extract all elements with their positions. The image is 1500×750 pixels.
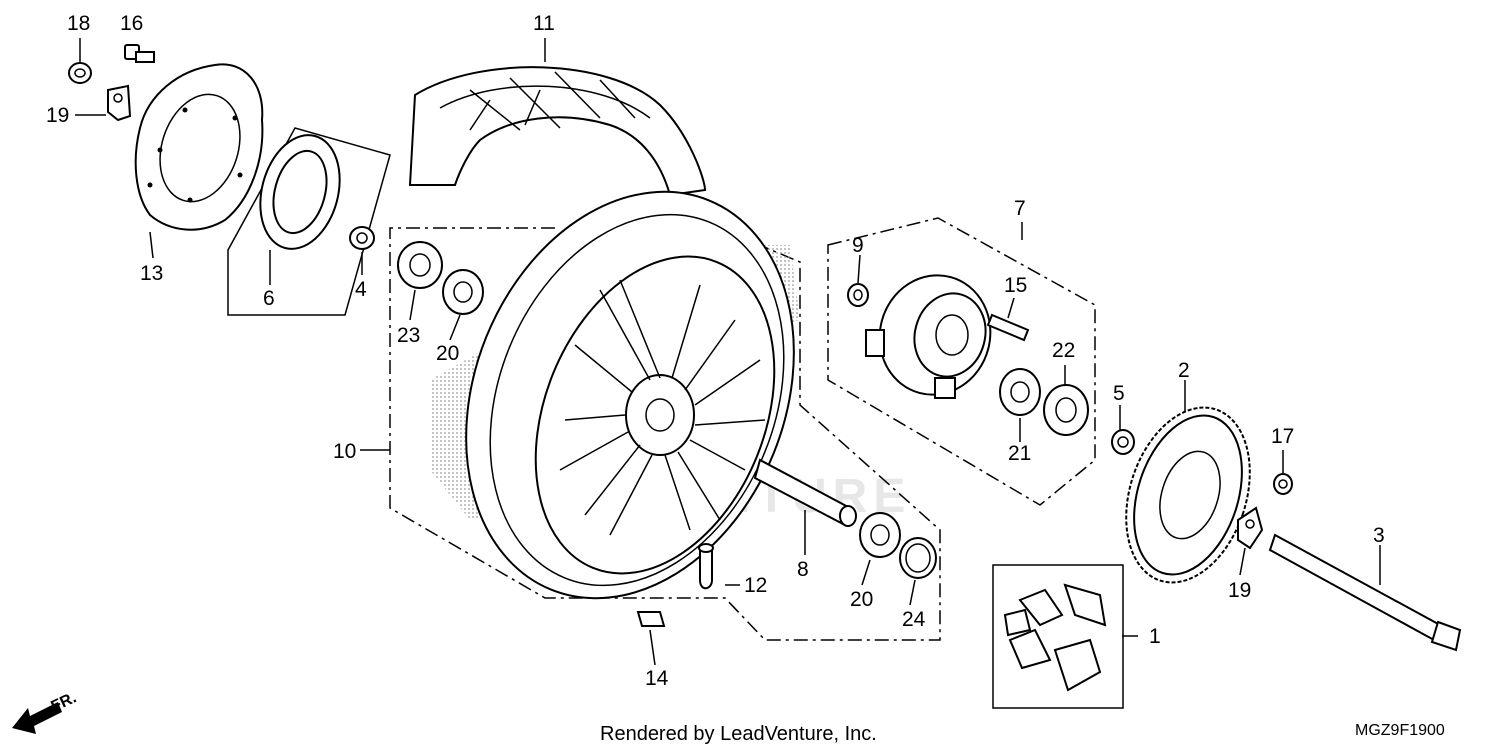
leader-lines [75,38,1381,666]
callout-13: 13 [140,262,163,285]
rear-axle [1268,533,1462,652]
bearing-22 [1043,384,1089,436]
dust-seal [259,134,341,250]
bearing-21 [999,368,1041,416]
callout-8: 8 [797,558,809,581]
direction-label: FR. [49,689,80,715]
bracket-19-left [107,84,132,122]
balance-weight [636,611,666,627]
wheel-rim [430,190,800,600]
final-driven-flange [865,274,992,399]
nut-18 [68,62,92,84]
tire [408,66,707,197]
callout-10: 10 [333,440,356,463]
callout-11: 11 [533,12,555,35]
seal-box-outline [227,127,391,316]
callout-16: 16 [120,12,143,35]
callout-20-right: 20 [850,588,873,611]
damper-box-outline [992,564,1124,709]
o-ring [899,537,937,579]
callout-5: 5 [1113,382,1125,405]
collar-5 [1111,429,1135,455]
callout-2: 2 [1178,359,1190,382]
callout-15: 15 [1004,274,1027,297]
callout-23: 23 [397,324,420,347]
callout-9: 9 [852,234,864,257]
front-direction-arrow: FR. [12,689,79,734]
callout-7: 7 [1014,197,1026,220]
bracket-19-right [1237,506,1264,550]
driven-sprocket [1125,406,1251,584]
nut-17 [1273,473,1293,495]
callout-17: 17 [1271,425,1294,448]
distance-collar [753,458,857,527]
callout-12: 12 [744,574,767,597]
footer-credit: Rendered by LeadVenture, Inc. [600,723,877,745]
callout-4: 4 [355,278,367,301]
callout-19-right: 19 [1228,579,1251,602]
collar-4 [349,226,375,250]
callout-22: 22 [1052,339,1075,362]
wheel-damper [1003,583,1107,692]
callout-6: 6 [263,287,275,310]
bearing-20-left [442,269,484,315]
hub-assembly-outline [827,217,1096,506]
stud-bolt [986,313,1030,342]
callout-19-left: 19 [46,104,69,127]
callout-1: 1 [1149,625,1161,648]
callout-14: 14 [645,667,669,690]
diagram-code: MGZ9F1900 [1355,722,1445,739]
callout-21: 21 [1008,442,1031,465]
callout-24: 24 [902,608,926,631]
brake-disc [134,63,264,231]
bearing-20-right [859,512,901,558]
callout-3: 3 [1373,524,1385,547]
callout-18: 18 [67,12,90,35]
valve-stem [698,543,714,590]
disc-bolt [124,44,155,63]
callout-20-left: 20 [436,342,459,365]
bearing-23 [397,241,443,289]
collar-9 [847,283,869,307]
